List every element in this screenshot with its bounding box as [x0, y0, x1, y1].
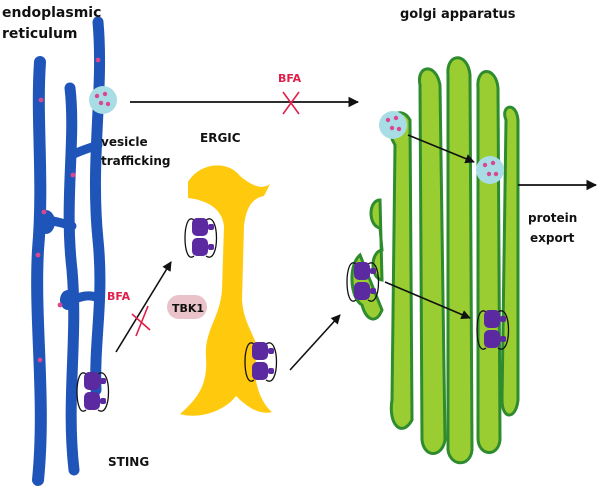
bfa-label-top: BFA [278, 72, 302, 85]
ergic-label: ERGIC [200, 131, 241, 145]
er-vesicle [89, 86, 117, 114]
golgi-apparatus [350, 56, 520, 465]
bfa-block-left [131, 305, 151, 337]
vesicle-label-line2: trafficking [101, 154, 170, 168]
golgi-vesicle-lower [476, 156, 504, 184]
vesicle-label-line1: vesicle [101, 135, 148, 149]
bfa-block-top [282, 91, 300, 115]
golgi-label: golgi apparatus [400, 7, 516, 22]
ergic-to-golgi-arrow [289, 314, 341, 371]
endoplasmic-reticulum [31, 16, 106, 486]
sting-protein-ergic-upper [184, 217, 218, 258]
golgi-vesicle-upper [379, 111, 407, 139]
ergic-compartment [180, 165, 272, 416]
tbk1-protein [167, 295, 207, 319]
er-label-line1: endoplasmic [2, 5, 101, 21]
golgi-vesicle-arrow [407, 134, 475, 164]
bfa-label-left: BFA [107, 290, 131, 303]
golgi-sting-arrow [384, 281, 471, 320]
protein-export-label-line2: export [530, 231, 575, 245]
protein-export-label-line1: protein [528, 211, 577, 225]
sting-label: STING [108, 455, 149, 469]
tbk1-label: TBK1 [172, 302, 204, 315]
er-label-line2: reticulum [2, 26, 78, 42]
er-to-ergic-arrow [115, 261, 172, 353]
